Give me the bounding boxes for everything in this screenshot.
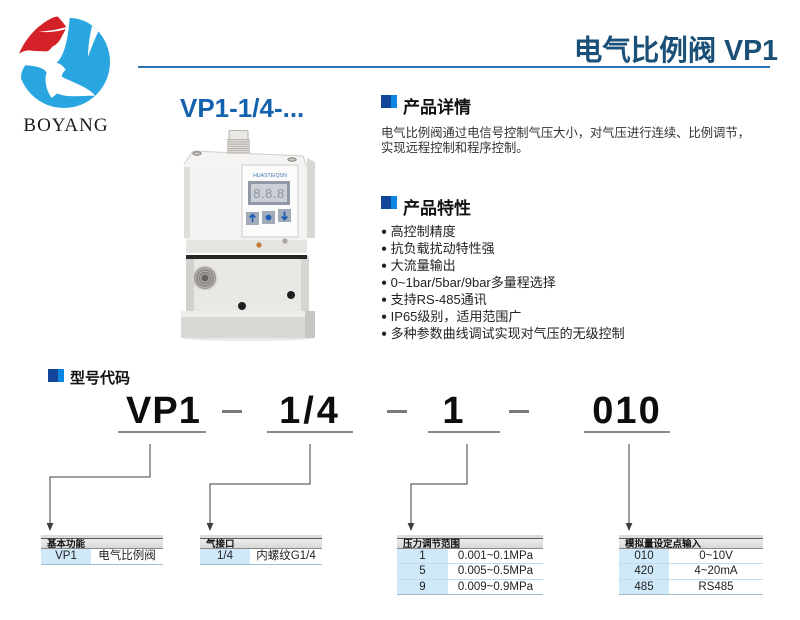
svg-text:HUASTEIQSN: HUASTEIQSN [253,173,287,179]
svg-text:8.8.8: 8.8.8 [253,186,284,201]
